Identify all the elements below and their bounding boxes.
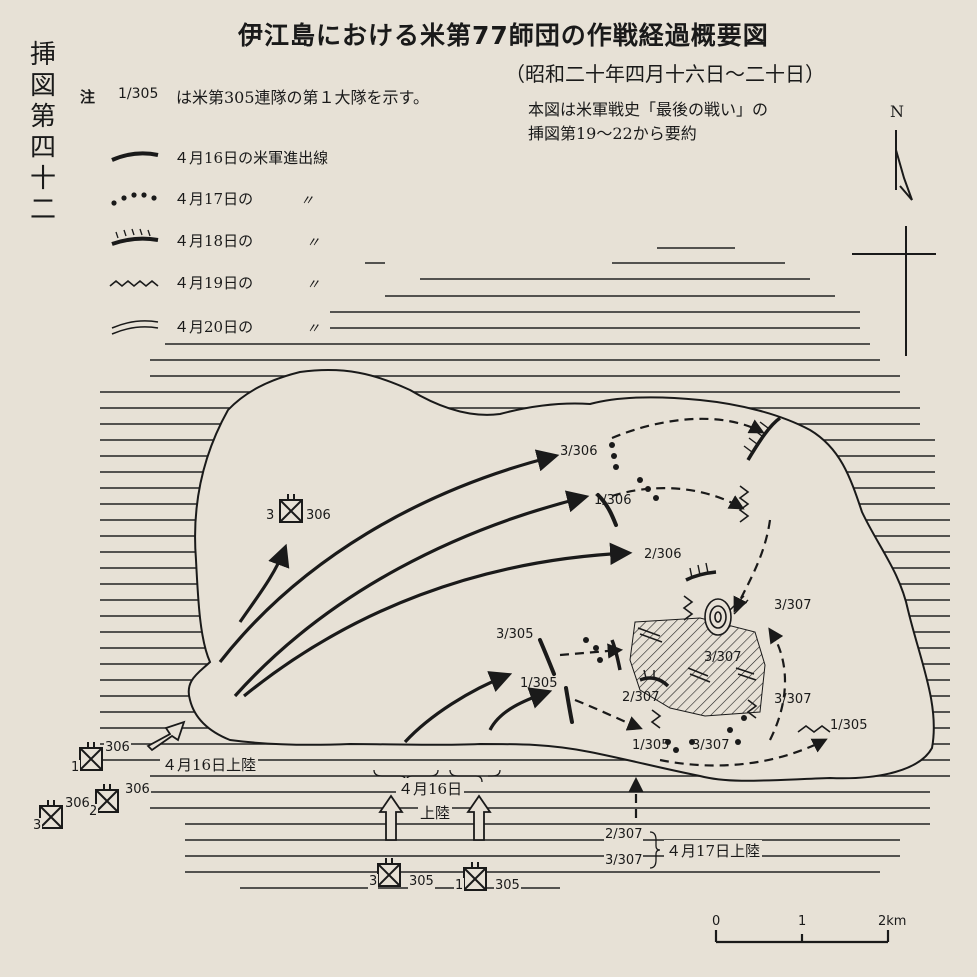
arrow-west-2 xyxy=(218,449,560,663)
unit-symbol-1-306 xyxy=(79,742,103,771)
unit-3-307-mid: 3/307 xyxy=(704,650,742,665)
source-line-2: 挿図第19～22から要約 xyxy=(528,124,697,143)
scale-tick-1: 1 xyxy=(798,914,807,929)
legend-label-apr16: ４月16日の米軍進出線 xyxy=(174,149,329,167)
unit-1-305-east: 1/305 xyxy=(830,718,868,733)
peak-symbol xyxy=(704,598,732,636)
scale-tick-0: 0 xyxy=(712,914,721,929)
legend-ditto-apr19: 〃 xyxy=(306,277,320,293)
unit-symbols xyxy=(39,494,487,891)
dash-curve-1 xyxy=(733,519,772,613)
legend-ditto-apr18: 〃 xyxy=(306,235,320,251)
unit-symbol-3-306 xyxy=(39,800,63,829)
legend-ditto-apr17: 〃 xyxy=(300,193,314,209)
north-label: N xyxy=(890,102,904,121)
dash-center xyxy=(559,643,624,659)
symbol-1-306-reg: 306 xyxy=(104,740,131,755)
unit-symbol-2-306 xyxy=(95,784,119,813)
arrow-west-1 xyxy=(238,543,290,623)
dash-south-1 xyxy=(574,698,643,731)
symbol-3-306-inland-num: 3 xyxy=(266,508,275,523)
legend-label-apr18: ４月18日の xyxy=(174,232,254,250)
unit-2-307-ship: 2/307 xyxy=(604,827,644,842)
unit-2-306: 2/306 xyxy=(644,547,682,562)
note-label: 注 xyxy=(80,88,96,106)
symbol-1-305-reg: 305 xyxy=(494,878,521,893)
symbol-3-305-reg: 305 xyxy=(408,874,435,889)
landing-west-label: ４月16日上陸 xyxy=(160,754,259,775)
legend-ditto-apr20: 〃 xyxy=(306,321,320,337)
map-period: （昭和二十年四月十六日～二十日） xyxy=(505,62,825,86)
symbol-2-306-num: 2 xyxy=(88,804,99,819)
landing-arrow-west xyxy=(146,720,186,752)
arrow-west-4 xyxy=(242,542,633,698)
dash-north-1 xyxy=(611,417,765,440)
unit-1-305-low: 1/305 xyxy=(632,738,670,753)
note-text: は米第305連隊の第１大隊を示す。 xyxy=(176,88,429,107)
unit-1-306: 1/306 xyxy=(594,493,632,508)
legend-label-apr17: ４月17日の xyxy=(174,190,254,208)
scale-tick-2km: 2km xyxy=(878,914,907,929)
legend-swatch-double xyxy=(111,320,159,329)
advance-arrows-apr16 xyxy=(218,449,633,744)
legend-swatch-zigzag xyxy=(109,279,159,288)
arrow-south-2 xyxy=(488,687,553,731)
unit-1-305: 1/305 xyxy=(520,676,558,691)
symbol-1-306-num: 1 xyxy=(70,760,81,775)
map-title: 伊江島における米第77師団の作戦経過概要図 xyxy=(238,21,769,50)
unit-3-307-low: 3/307 xyxy=(692,738,730,753)
island-outline xyxy=(187,369,935,782)
lines-apr16 xyxy=(538,493,618,724)
source-line-1: 本図は米軍戦史「最後の戦い」の xyxy=(528,100,769,119)
landing-south-word: 上陸 xyxy=(418,802,453,823)
unit-3-307-right: 3/307 xyxy=(774,692,812,707)
unit-symbol-3-306-inland xyxy=(279,494,303,523)
lines-apr20 xyxy=(637,595,757,683)
legend-label-apr19: ４月19日の xyxy=(174,274,254,292)
note-example: 1/305 xyxy=(118,86,159,102)
unit-3-306: 3/306 xyxy=(560,444,598,459)
unit-symbol-3-305 xyxy=(377,858,401,887)
arrow-south-1 xyxy=(403,671,513,744)
landing-east-label: ４月17日上陸 xyxy=(664,840,763,861)
unit-2-307: 2/307 xyxy=(622,690,660,705)
symbol-3-306-inland-reg: 306 xyxy=(306,508,331,523)
unit-3-307-top: 3/307 xyxy=(774,598,812,613)
scale-bar xyxy=(714,930,890,944)
symbol-3-306-reg: 306 xyxy=(64,796,91,811)
symbol-2-306-reg: 306 xyxy=(124,782,151,797)
east-bracket xyxy=(649,831,661,869)
dash-south-east xyxy=(659,738,828,767)
legend-label-apr20: ４月20日の xyxy=(174,318,254,336)
lines-apr19 xyxy=(650,485,831,733)
figure-label: 挿図第四十二 xyxy=(29,40,56,225)
landing-south-date: ４月16日 xyxy=(396,778,465,799)
dash-north-2 xyxy=(611,487,745,510)
unit-3-305: 3/305 xyxy=(496,627,534,642)
advance-arrows-dashed xyxy=(559,417,828,818)
symbol-3-305-num: 3 xyxy=(368,874,379,889)
landing-arrows-south xyxy=(378,794,492,841)
legend-swatch-hatched xyxy=(111,236,159,246)
legend-swatches xyxy=(109,151,159,335)
dash-east-loop xyxy=(768,627,786,741)
legend-swatch-solid xyxy=(111,151,159,162)
legend-swatch-dotted xyxy=(111,192,157,206)
lines-apr18 xyxy=(610,416,782,688)
lines-apr18-ticks xyxy=(643,421,769,679)
unit-symbol-1-305 xyxy=(463,862,487,891)
arrow-west-3 xyxy=(233,490,590,698)
lines-apr17 xyxy=(583,442,747,753)
unit-3-307-ship: 3/307 xyxy=(604,853,644,868)
symbol-3-306-num: 3 xyxy=(32,818,43,833)
symbol-1-305-num: 1 xyxy=(454,878,465,893)
north-arrow-icon xyxy=(852,130,936,356)
